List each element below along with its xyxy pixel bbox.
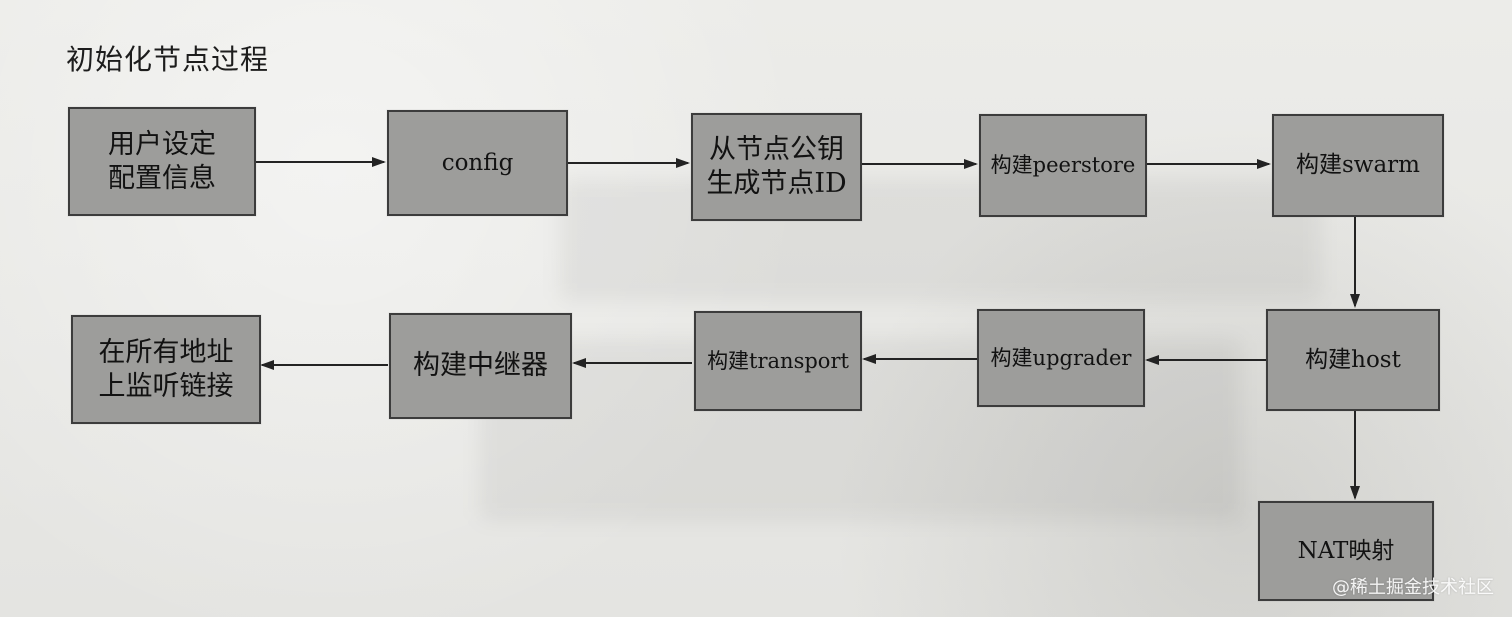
node-generate-id: 从节点公钥 生成节点ID [691, 113, 862, 221]
node-generate-id-label: 从节点公钥 生成节点ID [706, 134, 847, 199]
node-peerstore: 构建peerstore [979, 114, 1147, 217]
node-listen-all-addresses: 在所有地址 上监听链接 [71, 315, 261, 424]
node-listen-all-addresses-label: 在所有地址 上监听链接 [98, 336, 234, 402]
node-relay-label: 构建中继器 [413, 350, 548, 382]
node-upgrader: 构建upgrader [977, 309, 1145, 407]
node-config-label: config [441, 149, 514, 176]
node-user-config-label: 用户设定 配置信息 [108, 128, 216, 194]
node-transport-label: 构建transport [707, 348, 849, 373]
node-nat-mapping-label: NAT映射 [1297, 537, 1395, 564]
node-swarm: 构建swarm [1272, 114, 1444, 217]
watermark: @稀土掘金技术社区 [1332, 577, 1494, 598]
node-nat-mapping: NAT映射 [1258, 501, 1434, 601]
node-host-label: 构建host [1305, 346, 1401, 373]
page-title: 初始化节点过程 [66, 43, 270, 76]
node-host: 构建host [1266, 309, 1440, 411]
node-relay: 构建中继器 [389, 313, 572, 419]
node-transport: 构建transport [694, 311, 862, 411]
node-upgrader-label: 构建upgrader [990, 345, 1132, 370]
node-peerstore-label: 构建peerstore [990, 153, 1136, 178]
node-swarm-label: 构建swarm [1295, 152, 1420, 179]
node-config: config [387, 110, 568, 216]
node-user-config: 用户设定 配置信息 [68, 107, 256, 216]
